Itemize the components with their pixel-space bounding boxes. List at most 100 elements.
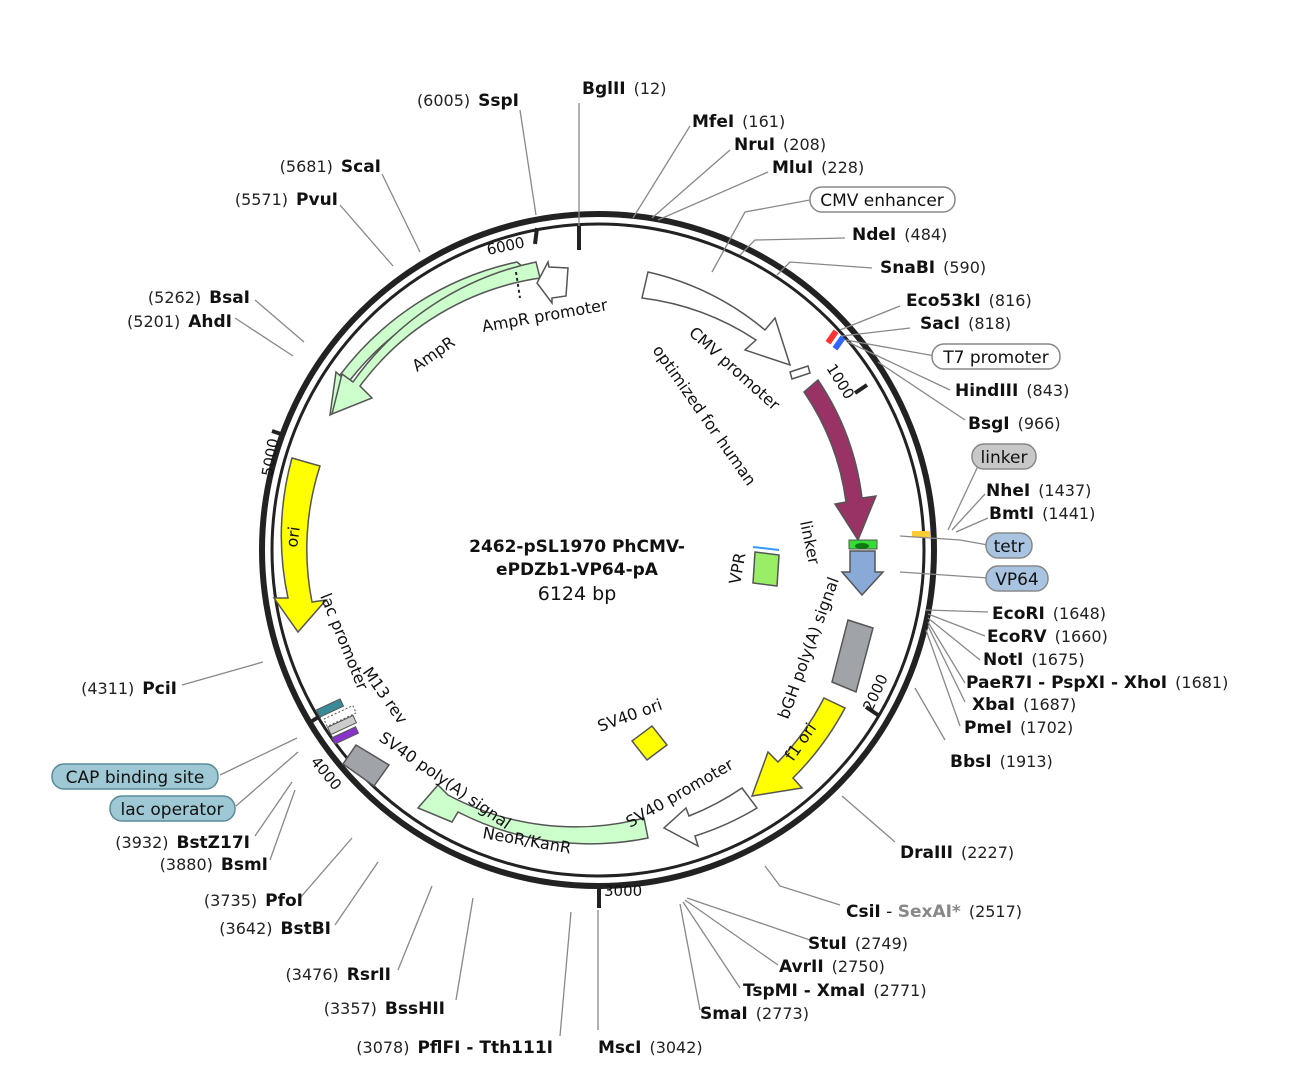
site-pmei: PmeI(1702) (964, 718, 1073, 738)
bgh-box (831, 619, 874, 694)
tick-label-5000: 5000 (258, 437, 282, 478)
leader-lines (181, 103, 989, 1037)
site-ecori: EcoRI(1648) (992, 604, 1106, 624)
label-ampr-promoter: AmpR promoter (480, 295, 609, 336)
site-stui: StuI(2749) (808, 934, 908, 954)
tick-label-6000: 6000 (485, 233, 526, 259)
site-eco53ki: Eco53kI(816) (906, 291, 1032, 311)
site-msci: MscI(3042) (598, 1038, 703, 1058)
plasmid-size: 6124 bp (538, 583, 617, 605)
backbone-inner (270, 222, 926, 878)
site-nrui: NruI(208) (734, 135, 826, 155)
plasmid-name-line2: ePDZb1-VP64-pA (496, 560, 659, 580)
cap-site-box (315, 698, 345, 718)
ampr-dash (515, 271, 521, 299)
site-ahdi: (5201)AhdI (127, 312, 232, 332)
box-tetr-label: tetr (994, 537, 1025, 557)
sv40-promoter-arrow (662, 786, 759, 848)
sv40-ori-box (630, 724, 669, 762)
tick-2000 (864, 705, 880, 717)
ori-arrow (272, 457, 328, 634)
site-scai: (5681)ScaI (280, 157, 381, 177)
sv40-polya-box (341, 743, 391, 788)
site-draiii: DraIII(2227) (900, 843, 1014, 863)
site-bsmi: (3880)BsmI (160, 855, 268, 875)
ampr-body (330, 261, 541, 416)
neor-arrow (416, 783, 649, 845)
site-mlui: MluI(228) (772, 158, 864, 178)
lac-promoter-box (323, 704, 357, 728)
tick-label-4000: 4000 (307, 753, 345, 794)
site-pfoi: (3735)PfoI (204, 891, 303, 911)
label-ampr: AmpR (408, 332, 458, 375)
m13-rev-box (331, 726, 360, 745)
site-pflfi: (3078)PflFI - Tth111I (356, 1038, 553, 1058)
box-vp64-label: VP64 (995, 570, 1039, 590)
box-linker: linker (971, 443, 1037, 470)
box-lac-operator: lac operator (109, 795, 236, 822)
cmv-small-segment (789, 365, 811, 380)
tick-1000 (853, 383, 869, 395)
site-rsrii: (3476)RsrII (286, 965, 391, 985)
box-cmv-enhancer: CMV enhancer (809, 186, 956, 213)
site-bglii: BglII(12) (582, 79, 666, 99)
ampr-promoter-arrow (536, 259, 569, 306)
site-bstbi: (3642)BstBI (219, 919, 331, 939)
site-mfei: MfeI(161) (692, 112, 785, 132)
site-labels-right: BglII(12) MfeI(161) NruI(208) MluI(228) … (582, 79, 1228, 1058)
label-lac-promoter: lac promoter (316, 590, 372, 692)
site-pcii: (4311)PciI (81, 679, 177, 699)
lac-operator-box (326, 714, 358, 736)
site-paer7i: PaeR7I - PspXI - XhoI(1681) (966, 673, 1228, 693)
site-xbai: XbaI(1687) (972, 695, 1076, 715)
linker-dot (855, 543, 869, 549)
site-bmti: BmtI(1441) (989, 504, 1095, 524)
f1-ori-arrow (750, 697, 847, 797)
box-lac-operator-label: lac operator (120, 800, 223, 820)
site-hindiii: HindIII(843) (955, 381, 1069, 401)
vp64-arrow (840, 550, 885, 597)
site-pvui: (5571)PvuI (235, 190, 338, 210)
site-snabi: SnaBI(590) (880, 258, 986, 278)
site-tspmi: TspMI - XmaI(2771) (743, 981, 927, 1001)
site-csii: CsiI - SexAI*(2517) (846, 902, 1022, 922)
site-bsgi: BsgI(966) (968, 414, 1061, 434)
mcs-marker-red (825, 329, 839, 345)
label-vpr: VPR (725, 551, 749, 586)
vpr-box (752, 551, 780, 587)
site-ecorv: EcoRV(1660) (987, 627, 1108, 647)
box-cmv-enhancer-label: CMV enhancer (820, 191, 944, 211)
tick-4000 (307, 714, 322, 725)
box-tetr: tetr (985, 532, 1033, 559)
site-labels-left: (6005)SspI (5681)ScaI (5571)PvuI (5262)B… (81, 91, 553, 1058)
box-cap-site: CAP binding site (51, 763, 219, 790)
tick-6000 (533, 227, 539, 245)
site-bstz17i: (3932)BstZ17I (115, 833, 250, 853)
tick-5000 (271, 429, 282, 436)
mcs-marker-blue (832, 335, 846, 351)
tick-marks (271, 226, 880, 908)
site-noti: NotI(1675) (983, 650, 1085, 670)
site-bbsi: BbsI(1913) (950, 752, 1053, 772)
label-linker-inner: linker (796, 519, 824, 567)
site-bsshii: (3357)BssHII (324, 999, 445, 1019)
site-smai: SmaI(2773) (700, 1004, 809, 1024)
box-t7-promoter: T7 promoter (931, 343, 1061, 370)
box-linker-label: linker (981, 448, 1028, 468)
tick-label-2000: 2000 (859, 671, 891, 713)
site-saci: SacI(818) (920, 314, 1011, 334)
tetr-marker (912, 531, 930, 537)
site-nhei: NheI(1437) (986, 481, 1091, 501)
site-sspi: (6005)SspI (417, 91, 519, 111)
box-t7-promoter-label: T7 promoter (942, 348, 1049, 368)
box-cap-site-label: CAP binding site (66, 768, 205, 788)
vpr-line (752, 546, 780, 551)
plasmid-name-line1: 2462-pSL1970 PhCMV- (469, 537, 685, 557)
epdzb1-arrow (803, 378, 878, 542)
box-vp64: VP64 (985, 565, 1049, 592)
tick-label-3000: 3000 (604, 882, 642, 900)
label-ori: ori (282, 525, 304, 548)
cmv-promoter-arrow (641, 271, 792, 367)
site-ndei: NdeI(484) (852, 225, 947, 245)
